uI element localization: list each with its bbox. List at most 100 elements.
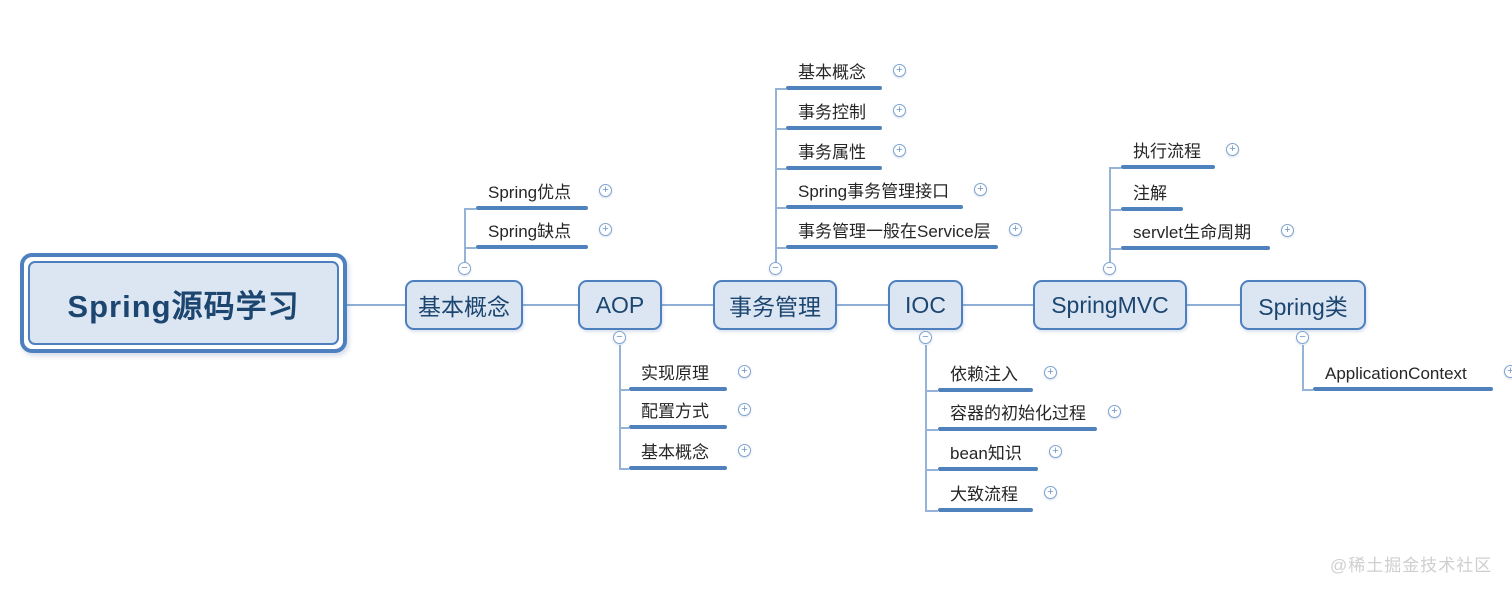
expand-icon[interactable]: + [1049, 445, 1062, 458]
collapse-glyph: − [1299, 331, 1306, 343]
subtopic[interactable]: 依赖注入 + [938, 364, 1057, 392]
collapse-icon[interactable]: − [458, 262, 471, 275]
topic-springmvc[interactable]: SpringMVC [1033, 280, 1187, 330]
topic-spring-classes[interactable]: Spring类 [1240, 280, 1366, 330]
connector-line [662, 304, 713, 306]
expand-icon[interactable]: + [1044, 366, 1057, 379]
subtopic[interactable]: 事务控制 + [786, 102, 906, 130]
subtopic[interactable]: 基本概念 + [629, 442, 751, 470]
expand-glyph: + [741, 365, 748, 377]
subtopic-underline [938, 388, 1033, 392]
expand-glyph: + [1507, 365, 1512, 377]
expand-icon[interactable]: + [974, 183, 987, 196]
root-topic[interactable]: Spring源码学习 [20, 253, 347, 353]
expand-icon[interactable]: + [1044, 486, 1057, 499]
subtopic-label: Spring事务管理接口 [798, 182, 950, 201]
subtopic[interactable]: Spring缺点 + [476, 221, 612, 249]
subtopic[interactable]: Spring事务管理接口 + [786, 181, 987, 209]
collapse-icon[interactable]: − [1296, 331, 1309, 344]
expand-icon[interactable]: + [599, 223, 612, 236]
branch-elbow-line [619, 427, 629, 429]
subtopic[interactable]: servlet生命周期 + [1121, 222, 1294, 250]
expand-glyph: + [1047, 486, 1054, 498]
subtopic-label: Spring优点 [488, 183, 572, 202]
subtopic-underline [1121, 246, 1270, 250]
subtopic[interactable]: 大致流程 + [938, 484, 1057, 512]
subtopic-underline [629, 466, 727, 470]
branch-elbow-line [925, 510, 938, 512]
topic-label: AOP [595, 291, 645, 318]
subtopic[interactable]: 配置方式 + [629, 401, 751, 429]
subtopic[interactable]: 基本概念 + [786, 62, 906, 90]
branch-elbow-line [775, 207, 786, 209]
subtopic[interactable]: ApplicationContext + [1313, 363, 1512, 391]
subtopic[interactable]: 注解 [1121, 183, 1183, 211]
subtopic-underline [786, 166, 882, 170]
connector-line [1187, 304, 1240, 306]
subtopic[interactable]: 实现原理 + [629, 363, 751, 391]
branch-trunk-line [1109, 167, 1111, 262]
expand-glyph: + [741, 444, 748, 456]
topic-label: Spring类 [1258, 294, 1348, 320]
subtopic-label: 基本概念 [798, 63, 866, 82]
branch-elbow-line [925, 469, 938, 471]
expand-icon[interactable]: + [893, 104, 906, 117]
subtopic-label: 依赖注入 [950, 365, 1018, 384]
expand-glyph: + [977, 183, 984, 195]
expand-icon[interactable]: + [893, 144, 906, 157]
subtopic-label: bean知识 [950, 444, 1022, 463]
subtopic-underline [938, 508, 1033, 512]
branch-elbow-line [775, 88, 786, 90]
collapse-glyph: − [772, 262, 779, 274]
topic-aop[interactable]: AOP [578, 280, 662, 330]
expand-icon[interactable]: + [1281, 224, 1294, 237]
watermark: @稀土掘金技术社区 [1330, 556, 1493, 575]
subtopic-underline [786, 205, 963, 209]
collapse-icon[interactable]: − [769, 262, 782, 275]
branch-trunk-line [619, 345, 621, 469]
collapse-icon[interactable]: − [1103, 262, 1116, 275]
expand-icon[interactable]: + [1504, 365, 1512, 378]
expand-icon[interactable]: + [738, 365, 751, 378]
expand-glyph: + [1052, 445, 1059, 457]
subtopic-underline [938, 467, 1038, 471]
expand-icon[interactable]: + [738, 444, 751, 457]
expand-glyph: + [896, 64, 903, 76]
expand-icon[interactable]: + [599, 184, 612, 197]
subtopic-label: 大致流程 [950, 485, 1018, 504]
expand-glyph: + [1284, 224, 1291, 236]
subtopic[interactable]: bean知识 + [938, 443, 1062, 471]
expand-icon[interactable]: + [1108, 405, 1121, 418]
expand-icon[interactable]: + [893, 64, 906, 77]
branch-elbow-line [1109, 248, 1121, 250]
branch-trunk-line [464, 208, 466, 262]
subtopic[interactable]: Spring优点 + [476, 182, 612, 210]
expand-icon[interactable]: + [1009, 223, 1022, 236]
expand-glyph: + [741, 403, 748, 415]
branch-elbow-line [464, 247, 476, 249]
subtopic-label: 配置方式 [641, 402, 709, 421]
subtopic[interactable]: 事务管理一般在Service层 + [786, 221, 1022, 249]
collapse-glyph: − [1106, 262, 1113, 274]
subtopic[interactable]: 容器的初始化过程 + [938, 403, 1121, 431]
branch-trunk-line [775, 88, 777, 262]
branch-trunk-line [925, 345, 927, 510]
root-topic-inner: Spring源码学习 [28, 261, 339, 345]
collapse-icon[interactable]: − [919, 331, 932, 344]
expand-glyph: + [896, 104, 903, 116]
expand-icon[interactable]: + [738, 403, 751, 416]
topic-ioc[interactable]: IOC [888, 280, 963, 330]
subtopic[interactable]: 事务属性 + [786, 142, 906, 170]
branch-elbow-line [775, 168, 786, 170]
topic-transaction-management[interactable]: 事务管理 [713, 280, 837, 330]
subtopic[interactable]: 执行流程 + [1121, 141, 1239, 169]
subtopic-label: 容器的初始化过程 [950, 404, 1086, 423]
collapse-glyph: − [616, 331, 623, 343]
subtopic-label: servlet生命周期 [1133, 223, 1252, 242]
topic-basic-concepts[interactable]: 基本概念 [405, 280, 523, 330]
connector-line [963, 304, 1033, 306]
expand-icon[interactable]: + [1226, 143, 1239, 156]
connector-line [837, 304, 888, 306]
collapse-icon[interactable]: − [613, 331, 626, 344]
subtopic-label: 实现原理 [641, 364, 709, 383]
